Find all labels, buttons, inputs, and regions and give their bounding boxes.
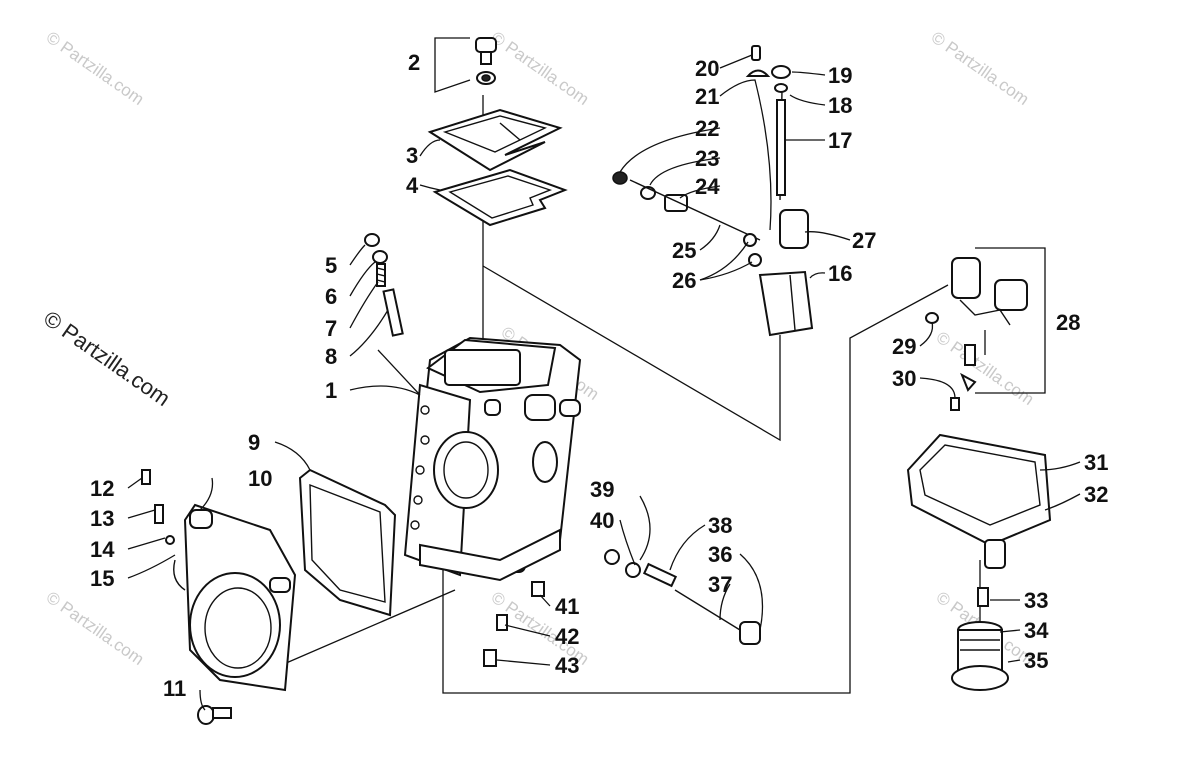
label-29: 29 [892,334,916,359]
label-5: 5 [325,253,337,278]
label-17: 17 [828,128,852,153]
part-labels: 1 2 3 4 5 6 7 8 9 10 11 12 13 14 15 16 1… [90,50,1108,701]
label-32: 32 [1084,482,1108,507]
label-11: 11 [163,676,186,701]
label-9: 9 [248,430,260,455]
label-30: 30 [892,366,916,391]
label-38: 38 [708,513,732,538]
label-2: 2 [408,50,420,75]
label-14: 14 [90,537,115,562]
label-25: 25 [672,238,696,263]
part-idle-screw-assembly [364,233,404,337]
label-41: 41 [555,594,579,619]
watermark: © Partzilla.com [488,28,593,109]
label-20: 20 [695,56,719,81]
part-gasket [432,168,568,227]
part-small-screws-left [141,469,232,725]
watermark: © Partzilla.com [928,28,1033,109]
label-21: 21 [695,84,719,109]
part-intake-gasket [298,468,397,617]
label-16: 16 [828,261,852,286]
label-6: 6 [325,284,337,309]
label-10: 10 [248,466,272,491]
label-31: 31 [1084,450,1108,475]
part-throttle-slide-assembly [612,45,814,337]
label-33: 33 [1024,588,1048,613]
leaders [127,37,1081,711]
label-22: 22 [695,116,719,141]
label-8: 8 [325,344,337,369]
label-35: 35 [1024,648,1048,673]
label-26: 26 [672,268,696,293]
watermark-main: © Partzilla.com [39,306,175,412]
label-12: 12 [90,476,114,501]
watermark: © Partzilla.com [43,588,148,669]
label-37: 37 [708,572,732,597]
label-19: 19 [828,63,852,88]
label-7: 7 [325,316,337,341]
label-34: 34 [1024,618,1049,643]
part-top-cover [427,108,563,172]
part-screw-top [475,37,497,85]
part-float-bowl [906,433,1052,691]
label-28: 28 [1056,310,1080,335]
label-18: 18 [828,93,852,118]
label-36: 36 [708,542,732,567]
label-15: 15 [90,566,114,591]
label-13: 13 [90,506,114,531]
label-43: 43 [555,653,579,678]
watermark: © Partzilla.com [43,28,148,109]
part-carburetor-body [403,336,582,582]
label-27: 27 [852,228,876,253]
label-3: 3 [406,143,418,168]
part-intake-adapter [173,503,297,692]
label-24: 24 [695,174,720,199]
label-40: 40 [590,508,614,533]
label-42: 42 [555,624,579,649]
label-4: 4 [406,173,419,198]
label-23: 23 [695,146,719,171]
part-air-screw-assembly [483,549,761,667]
label-1: 1 [325,378,337,403]
label-39: 39 [590,477,614,502]
part-float-assembly [925,257,1028,411]
